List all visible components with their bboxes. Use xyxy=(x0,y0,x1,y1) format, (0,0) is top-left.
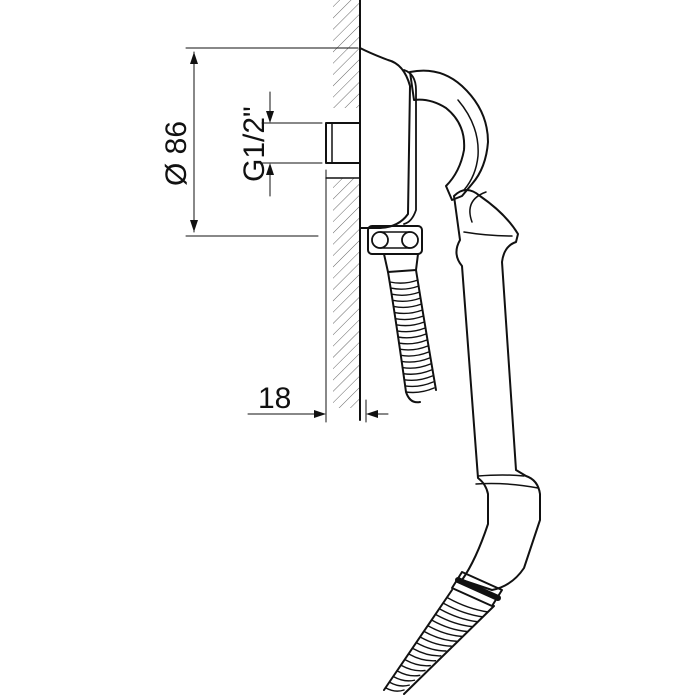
hose-rib xyxy=(396,327,426,333)
hose-rib xyxy=(391,297,422,303)
lower-hose xyxy=(383,589,495,695)
hose-connector xyxy=(367,225,423,273)
hose-rib xyxy=(389,681,410,687)
hose-rib xyxy=(397,333,427,339)
threaded-stub xyxy=(325,122,361,179)
wall-hatch-middle xyxy=(333,48,360,108)
hose-rib xyxy=(399,345,429,351)
hose-rib xyxy=(399,351,430,357)
wall-hatch-lower xyxy=(333,178,360,408)
hose-rib xyxy=(401,363,432,369)
wall-rosette xyxy=(359,47,417,229)
hose-rib xyxy=(400,357,431,363)
hose-rib xyxy=(431,619,468,633)
hose-rib xyxy=(391,291,421,296)
hose-rib xyxy=(404,659,431,667)
hose-rib xyxy=(408,653,437,662)
hose-rib xyxy=(404,381,434,388)
hose-rib xyxy=(443,602,484,618)
hose-rib xyxy=(395,321,425,327)
hose-rib xyxy=(393,309,424,315)
hose-rib xyxy=(435,614,473,628)
dimension-diameter: Ø 86 xyxy=(160,47,359,237)
hose-rib xyxy=(392,303,423,309)
hose-rib xyxy=(390,285,420,290)
hose-rib xyxy=(400,664,426,672)
hose-rib xyxy=(412,647,442,657)
depth-label: 18 xyxy=(258,382,291,415)
shower-head-ring xyxy=(451,571,503,607)
lower-hose-ribs xyxy=(385,597,489,692)
thread-label: G1/2" xyxy=(238,106,271,182)
hose-rib xyxy=(427,625,463,638)
upper-hose-ribs xyxy=(389,279,435,394)
hose-rib xyxy=(420,636,452,647)
dimension-depth: 18 xyxy=(247,169,389,423)
hose-rib xyxy=(402,369,433,375)
hose-rib xyxy=(385,687,405,692)
hand-shower-handle xyxy=(453,189,541,591)
upper-hose xyxy=(387,269,437,404)
hose-rib xyxy=(394,315,425,321)
hose-rib xyxy=(405,387,435,394)
hose-rib xyxy=(416,642,447,652)
wall-section xyxy=(333,0,361,421)
hose-rib xyxy=(398,339,428,345)
dimension-thread: G1/2" xyxy=(238,91,323,197)
hose-rib xyxy=(396,670,421,677)
wall-hatch-upper xyxy=(333,0,360,48)
elbow-fitting xyxy=(409,69,489,201)
hose-rib xyxy=(403,375,433,382)
diameter-label: Ø 86 xyxy=(160,121,193,186)
hose-rib xyxy=(393,676,416,682)
hose-rib xyxy=(424,631,458,642)
hose-rib xyxy=(447,597,489,613)
hose-rib xyxy=(439,608,479,623)
hose-rib xyxy=(389,279,419,284)
